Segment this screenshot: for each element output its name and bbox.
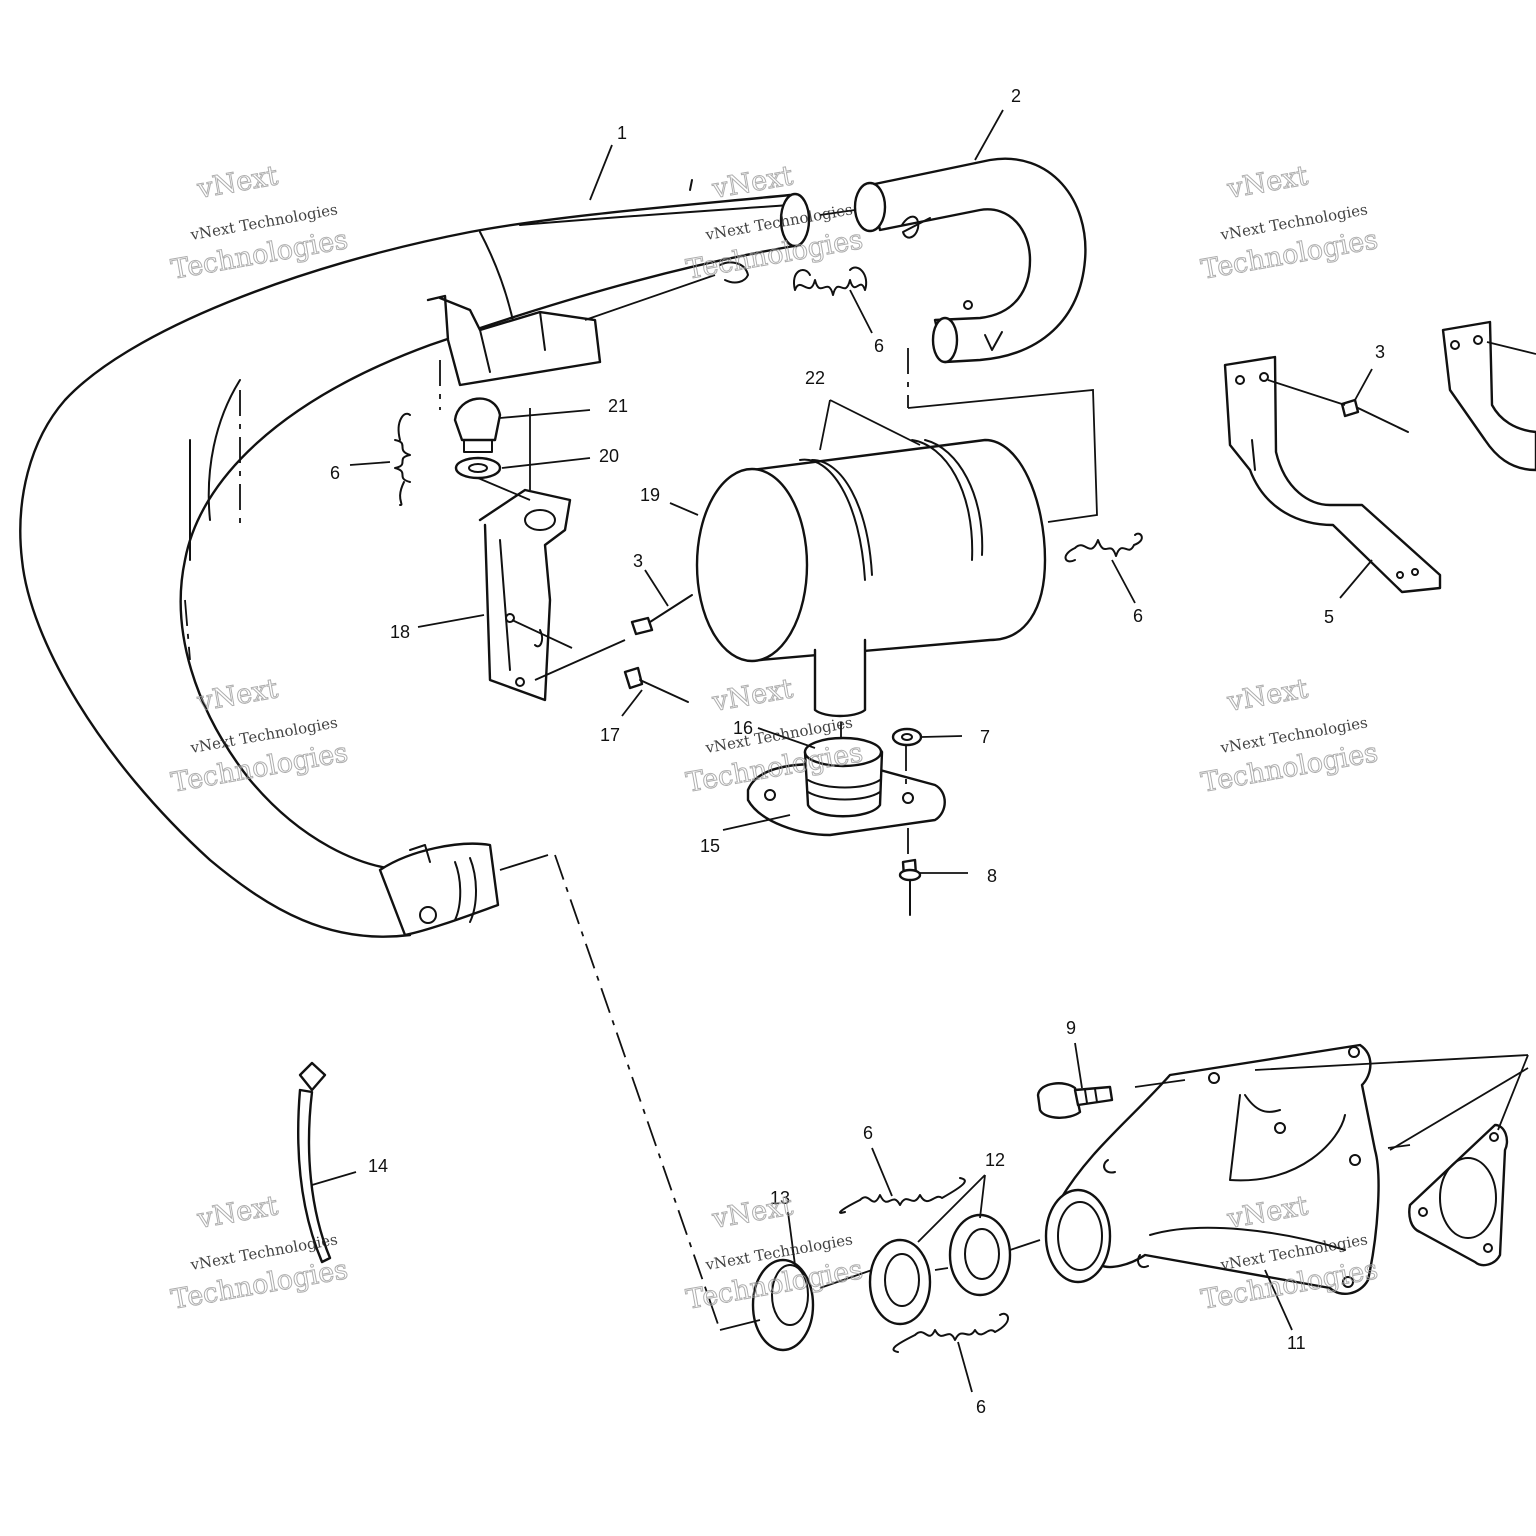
callout-6-left: 6 — [330, 463, 340, 483]
callout-19: 19 — [640, 485, 660, 505]
watermark-3: vNext vNext Technologies Technologies — [1198, 160, 1380, 286]
part-6-spring-mid — [839, 1177, 966, 1214]
part-11-gasket — [1408, 1123, 1509, 1267]
callout-20: 20 — [599, 446, 619, 466]
callout-3-left: 3 — [633, 551, 643, 571]
watermark-8: vNext vNext Technologies Technologies — [683, 1190, 865, 1316]
part-21-bumper — [453, 397, 502, 453]
part-5-hanger-bracket — [1223, 355, 1442, 594]
callout-21: 21 — [608, 396, 628, 416]
svg-text:vNext: vNext — [194, 1190, 280, 1235]
svg-text:vNext: vNext — [709, 1190, 795, 1235]
callout-14: 14 — [368, 1156, 388, 1176]
part-8-bolt — [898, 858, 922, 916]
callout-6-top: 6 — [874, 336, 884, 356]
svg-text:vNext: vNext — [709, 673, 795, 718]
callout-7: 7 — [980, 727, 990, 747]
callout-9: 9 — [1066, 1018, 1076, 1038]
svg-text:vNext: vNext — [1224, 673, 1310, 718]
assembly-lines — [184, 209, 1536, 1331]
svg-text:vNext: vNext — [1224, 160, 1310, 205]
part-22-straps — [799, 439, 984, 581]
leader-lines — [311, 109, 1529, 1393]
part-20-washer — [454, 456, 502, 480]
part-12-seal-ring-b — [948, 1213, 1012, 1297]
part-6-spring-left — [394, 412, 411, 506]
callout-2: 2 — [1011, 86, 1021, 106]
callout-6-mid: 6 — [863, 1123, 873, 1143]
callout-6-right: 6 — [1133, 606, 1143, 626]
callout-8: 8 — [987, 866, 997, 886]
part-12-seal-ring-a — [868, 1238, 932, 1326]
part-5-hanger-bracket-2 — [1441, 320, 1536, 472]
callout-3-right: 3 — [1375, 342, 1385, 362]
part-6-spring-right — [1064, 532, 1143, 563]
part-17-bolt — [623, 666, 689, 703]
callouts: 1 2 22 6 21 20 6 19 3 18 17 16 7 15 8 6 … — [330, 86, 1385, 1417]
callout-11: 11 — [1287, 1333, 1306, 1353]
part-13-sleeve — [751, 1258, 815, 1352]
part-3-rivet-left — [630, 594, 693, 636]
callout-22: 22 — [805, 368, 825, 388]
part-6-spring-top — [793, 266, 868, 296]
callout-18: 18 — [390, 622, 410, 642]
part-14-strap — [297, 1061, 332, 1264]
part-6-spring-bottom — [892, 1312, 1009, 1353]
callout-1: 1 — [617, 123, 627, 143]
part-1-exhaust-pipe — [19, 179, 811, 938]
callout-17: 17 — [600, 725, 620, 745]
part-11-manifold — [1044, 1043, 1380, 1296]
callout-15: 15 — [700, 836, 720, 856]
watermark-7: vNext vNext Technologies Technologies — [168, 1190, 350, 1316]
part-19-muffler — [695, 438, 1047, 718]
callout-6-bottom: 6 — [976, 1397, 986, 1417]
svg-text:vNext: vNext — [194, 160, 280, 205]
part-9-bolt — [1036, 1082, 1114, 1119]
watermark-1: vNext vNext Technologies Technologies — [168, 160, 350, 286]
part-16-grommet — [803, 736, 884, 818]
part-2-u-bend-pipe — [853, 157, 1087, 364]
callout-5: 5 — [1324, 607, 1334, 627]
callout-12: 12 — [985, 1150, 1005, 1170]
part-18-bracket — [478, 488, 572, 702]
part-3-rivet-right — [1340, 398, 1409, 433]
callout-16: 16 — [733, 718, 753, 738]
part-7-washer — [891, 727, 923, 747]
callout-13: 13 — [770, 1188, 790, 1208]
svg-text:vNext: vNext — [194, 673, 280, 718]
watermark-6: vNext vNext Technologies Technologies — [1198, 673, 1380, 799]
